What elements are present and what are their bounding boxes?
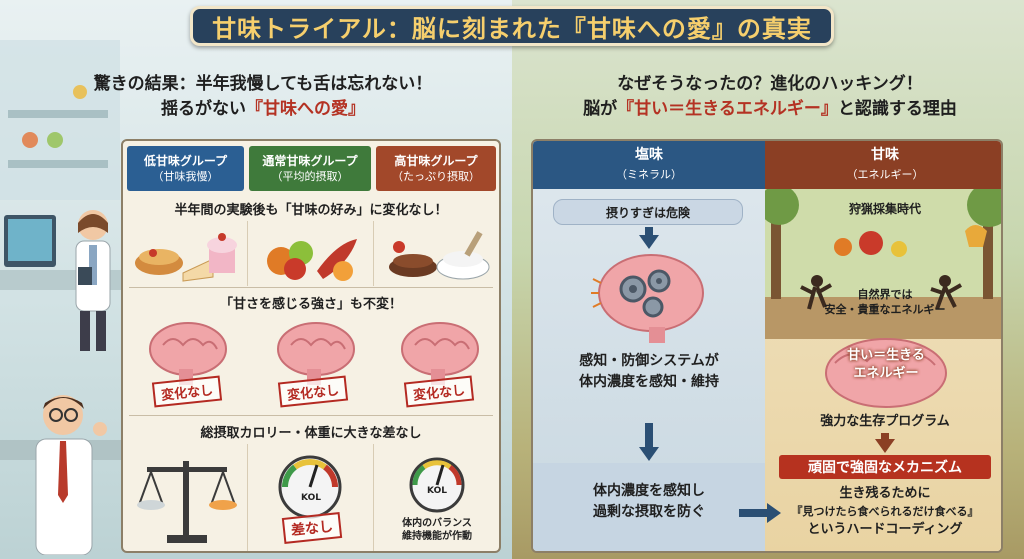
- down-arrow-icon: [875, 439, 895, 453]
- group-low-sub: （甘味我慢）: [152, 169, 219, 183]
- salt-header: 塩味 （ミネラル）: [533, 141, 765, 189]
- salt-prevent-line1: 体内濃度を感知し: [593, 483, 705, 499]
- salt-detection-text: 感知・防御システムが 体内濃度を感知・維持: [541, 351, 757, 393]
- left-heading: 驚きの結果：半年我慢しても舌は忘れない！ 揺るがない『甘味への愛』: [48, 72, 478, 122]
- salt-prevent-text: 体内濃度を感知し 過剰な摂取を防ぐ: [541, 481, 757, 523]
- section-preference-heading: 半年間の実験後も「甘味の好み」に変化なし！: [174, 203, 448, 218]
- results-panel: 低甘味グループ （甘味我慢） 通常甘味グループ （平均的摂取） 高甘味グループ …: [121, 139, 501, 553]
- left-heading-plain: 揺るがない: [161, 99, 246, 119]
- survival-program-text: 強力な生存プログラム: [820, 414, 950, 429]
- salt-title: 塩味: [635, 147, 663, 163]
- left-heading-red: 『甘味への愛』: [246, 99, 365, 119]
- group-high-sub: （たっぷり摂取）: [392, 169, 480, 183]
- nature-line2: 安全・貴重なエネルギー: [824, 303, 946, 316]
- brain-sweet-text: 甘い＝生きる エネルギー: [821, 347, 951, 383]
- era-label: 狩猟採集時代: [848, 202, 921, 216]
- mechanism-bar: 頑固で強固なメカニズム: [779, 455, 991, 479]
- title-banner: 甘味トライアル：脳に刻まれた『甘味への愛』の真実: [190, 6, 834, 46]
- left-heading-line2: 揺るがない『甘味への愛』: [48, 97, 478, 122]
- salt-prevent-line2: 過剰な摂取を防ぐ: [593, 504, 705, 520]
- hardcode-line: というハードコーディング: [807, 522, 963, 537]
- balance-scale-icon: [137, 461, 237, 543]
- salt-detection-line1: 感知・防御システムが: [579, 353, 719, 369]
- group-low-name: 低甘味グループ: [143, 153, 228, 168]
- nature-text: 自然界では 安全・貴重なエネルギー: [815, 287, 955, 317]
- page-title: 甘味トライアル：脳に刻まれた『甘味への愛』の真実: [212, 14, 812, 43]
- column-divider: [373, 221, 374, 286]
- section-intensity-heading: 「甘さを感じる強さ」も不変！: [219, 297, 402, 312]
- right-heading-plain1: 脳が: [583, 99, 618, 119]
- brain-illustration-low: [149, 322, 227, 385]
- survive-line1: 生き残るために: [839, 486, 931, 501]
- right-arrow-icon: [767, 503, 781, 523]
- balance-text: 体内のバランス 維持機能が作動: [377, 517, 497, 543]
- sweet-title: 甘味: [871, 147, 899, 163]
- nature-line1: 自然界では: [857, 288, 913, 301]
- group-normal-name: 通常甘味グループ: [262, 153, 358, 168]
- balance-line1: 体内のバランス: [402, 518, 472, 529]
- section-divider: [129, 287, 493, 288]
- salt-bottom-box: [533, 463, 765, 551]
- right-heading: なぜそうなったの？進化のハッキング！ 脳が『甘い＝生きるエネルギー』と認識する理…: [530, 72, 1010, 122]
- brain-gears-illustration: [591, 254, 704, 343]
- hunter-gatherer-scene: [765, 189, 1001, 339]
- sweet-header: 甘味 （エネルギー）: [765, 141, 1001, 189]
- fruits-illustration: [267, 239, 357, 281]
- bowls-illustration: [389, 231, 490, 280]
- sweets-illustration: [135, 233, 237, 282]
- gauge-icon-small: [409, 457, 465, 513]
- brain-sweet-illustration: [825, 338, 947, 408]
- no-difference-stamp: 差なし: [281, 512, 343, 544]
- arrow-shaft: [881, 433, 889, 441]
- survive-quote: 『見つけたら食べられるだけ食べる』: [791, 505, 979, 518]
- balance-line2: 維持機能が作動: [402, 531, 472, 542]
- evolution-panel: 塩味 （ミネラル） 甘味 （エネルギー） 摂りすぎは危険 感知・防御システムが …: [531, 139, 1003, 553]
- scientist-man-illustration: [35, 395, 107, 555]
- gauge-icon: [278, 455, 342, 519]
- survive-text: 生き残るために 『見つけたら食べられるだけ食べる』 というハードコーディング: [765, 485, 1001, 539]
- section-divider: [129, 415, 493, 416]
- right-heading-plain2: と認識する理由: [837, 99, 957, 119]
- gauge-label: KOL: [301, 493, 321, 503]
- down-arrow-icon: [639, 447, 659, 461]
- arrow-shaft: [645, 227, 653, 237]
- brain-sweet-line2: エネルギー: [853, 366, 919, 381]
- group-high-name: 高甘味グループ: [394, 153, 478, 168]
- column-divider: [247, 444, 248, 551]
- left-heading-line1: 驚きの結果：半年我慢しても舌は忘れない！: [93, 74, 433, 94]
- salt-sub: （ミネラル）: [616, 168, 682, 181]
- section-calories-heading: 総摂取カロリー・体重に大きな差なし: [200, 426, 422, 441]
- sweet-sub: （エネルギー）: [846, 168, 924, 181]
- right-heading-line2: 脳が『甘い＝生きるエネルギー』と認識する理由: [530, 97, 1010, 122]
- scientist-woman-illustration: [75, 210, 111, 351]
- down-arrow-icon: [639, 235, 659, 249]
- group-low-header: 低甘味グループ （甘味我慢）: [127, 146, 244, 191]
- group-normal-header: 通常甘味グループ （平均的摂取）: [249, 146, 371, 191]
- column-divider: [373, 444, 374, 551]
- arrow-shaft: [645, 423, 653, 449]
- group-normal-sub: （平均的摂取）: [271, 169, 349, 183]
- salt-detection-line2: 体内濃度を感知・維持: [579, 374, 719, 390]
- lab-scenery: [0, 40, 125, 460]
- arrow-shaft-horizontal: [739, 509, 769, 517]
- right-heading-red: 『甘い＝生きるエネルギー』: [617, 99, 838, 119]
- salt-danger-pill: 摂りすぎは危険: [553, 199, 743, 225]
- right-heading-line1: なぜそうなったの？進化のハッキング！: [617, 74, 923, 94]
- brain-sweet-line1: 甘い＝生きる: [847, 348, 925, 363]
- group-high-header: 高甘味グループ （たっぷり摂取）: [376, 146, 496, 191]
- column-divider: [247, 221, 248, 286]
- gauge-label-small: KOL: [427, 486, 447, 496]
